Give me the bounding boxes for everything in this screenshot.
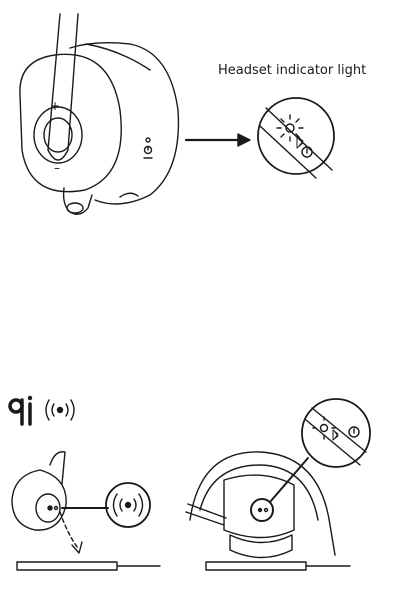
volume-down-symbol: – [54, 161, 60, 175]
headset-side-view [19, 13, 180, 215]
headset-on-charging-pad-left [11, 451, 161, 571]
volume-up-symbol: + [50, 99, 60, 113]
charging-pad-right [205, 561, 307, 571]
charging-pad [16, 561, 118, 571]
bluetooth-icon [296, 135, 304, 149]
headset-on-charging-pad-right [185, 398, 371, 571]
volume-control-ring [33, 106, 83, 164]
qi-logo-icon [8, 395, 33, 426]
wireless-charging-icon [45, 399, 75, 421]
light-rays-icon [276, 114, 304, 142]
indicator-light-callout [257, 97, 335, 179]
headset-indicator-light-label: Headset indicator light [218, 63, 367, 78]
power-icon [301, 146, 313, 158]
indicator-dot [145, 137, 151, 143]
